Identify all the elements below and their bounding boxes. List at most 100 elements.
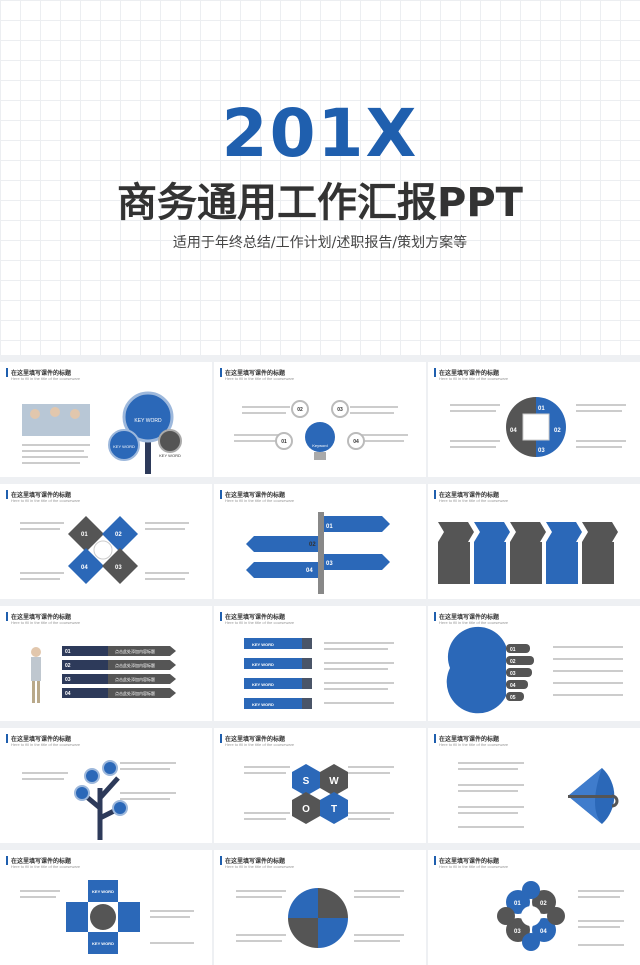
- number-label: 04: [81, 565, 88, 571]
- number-label: 04: [353, 439, 359, 445]
- key-word-label: KEY WORD: [252, 642, 274, 647]
- number-label: 04: [510, 683, 516, 689]
- slide-subtitle: Here to fill in the title of the coursew…: [225, 864, 295, 869]
- slide-thumbnail[interactable]: 在这里填写课件的标题 Here to fill in the title of …: [0, 850, 212, 965]
- number-label: 01: [281, 439, 287, 445]
- lightbulb-icon: [305, 422, 335, 452]
- slide-subtitle: Here to fill in the title of the coursew…: [225, 742, 295, 747]
- slide-title: 在这里填写课件的标题: [434, 734, 499, 743]
- slide-subtitle: Here to fill in the title of the coursew…: [11, 620, 81, 625]
- number-label: 01: [326, 524, 333, 530]
- number-label: 02: [115, 532, 122, 538]
- slide-thumbnail-grid: 在这里填写课件的标题 Here to fill in the title of …: [0, 362, 640, 965]
- number-label: 03: [337, 407, 343, 413]
- slide-thumbnail[interactable]: 在这里填写课件的标题 Here to fill in the title of …: [214, 362, 426, 477]
- slide-subtitle: Here to fill in the title of the coursew…: [11, 376, 81, 381]
- slide-thumbnail[interactable]: 在这里填写课件的标题 Here to fill in the title of …: [0, 606, 212, 721]
- diagram-hand: 01 02 03 04 05: [446, 626, 623, 714]
- number-label: 01: [65, 649, 71, 655]
- slide-title: 在这里填写课件的标题: [6, 368, 71, 377]
- slide-subtitle: Here to fill in the title of the coursew…: [439, 498, 509, 503]
- slide-title: 在这里填写课件的标题: [434, 856, 499, 865]
- diagram-chevron-columns: [438, 522, 618, 584]
- slide-thumbnail[interactable]: 在这里填写课件的标题 Here to fill in the title of …: [214, 850, 426, 965]
- slide-title: 在这里填写课件的标题: [220, 612, 285, 621]
- slide-title: 在这里填写课件的标题: [6, 490, 71, 499]
- bar-label: 点击此处添加内容标题: [115, 648, 155, 654]
- slide-thumbnail[interactable]: 在这里填写课件的标题 Here to fill in the title of …: [428, 484, 640, 599]
- key-word-label: KEY WORD: [92, 889, 114, 894]
- number-label: 02: [65, 663, 71, 669]
- slide-subtitle: Here to fill in the title of the coursew…: [439, 620, 509, 625]
- key-word-label: KEY WORD: [159, 453, 181, 458]
- swot-label: W: [329, 776, 339, 787]
- slide-thumbnail[interactable]: 在这里填写课件的标题 Here to fill in the title of …: [0, 728, 212, 843]
- diagram-umbrella: [458, 762, 619, 828]
- slide-title: 在这里填写课件的标题: [220, 734, 285, 743]
- cover-title: 商务通用工作汇报PPT: [117, 180, 523, 226]
- diagram-cross: KEY WORD KEY WORD: [20, 880, 194, 954]
- slide-title: 在这里填写课件的标题: [6, 734, 71, 743]
- slide-subtitle: Here to fill in the title of the coursew…: [439, 742, 509, 747]
- slide-title: 在这里填写课件的标题: [220, 856, 285, 865]
- cover-year: 201X: [221, 95, 419, 172]
- bar-label: 点击此处添加内容标题: [115, 676, 155, 682]
- slide-subtitle: Here to fill in the title of the coursew…: [225, 620, 295, 625]
- number-label: 03: [510, 671, 516, 677]
- number-label: 04: [510, 428, 517, 434]
- number-label: 03: [326, 561, 333, 567]
- bar-label: 点击此处添加内容标题: [115, 662, 155, 668]
- slide-title: 在这里填写课件的标题: [6, 612, 71, 621]
- keyword-label: Keyword: [312, 443, 328, 448]
- number-label: 02: [554, 428, 561, 434]
- slide-title: 在这里填写课件的标题: [220, 368, 285, 377]
- diagram-flower: 01 02 03 04: [497, 881, 624, 951]
- slide-title: 在这里填写课件的标题: [434, 368, 499, 377]
- number-label: 02: [510, 659, 516, 665]
- slide-subtitle: Here to fill in the title of the coursew…: [11, 864, 81, 869]
- diagram-diamond: 01 02 04 03: [20, 516, 189, 584]
- number-label: 04: [306, 568, 313, 574]
- diagram-bars: 01 02 03 04 点击此处添加内容标题 点击此处添加内容标题 点击此处添加…: [31, 646, 176, 703]
- swot-label: S: [303, 776, 310, 787]
- slide-title: 在这里填写课件的标题: [6, 856, 71, 865]
- slide-title: 在这里填写课件的标题: [220, 490, 285, 499]
- number-label: 03: [115, 565, 122, 571]
- slide-subtitle: Here to fill in the title of the coursew…: [11, 498, 81, 503]
- key-word-label: KEY WORD: [252, 702, 274, 707]
- slide-subtitle: Here to fill in the title of the coursew…: [225, 498, 295, 503]
- slide-thumbnail[interactable]: 在这里填写课件的标题 Here to fill in the title of …: [214, 484, 426, 599]
- number-label: 04: [540, 929, 547, 935]
- slide-title: 在这里填写课件的标题: [434, 490, 499, 499]
- slide-subtitle: Here to fill in the title of the coursew…: [439, 376, 509, 381]
- key-word-label: KEY WORD: [252, 682, 274, 687]
- slide-thumbnail[interactable]: 在这里填写课件的标题 Here to fill in the title of …: [428, 362, 640, 477]
- diagram-circuit-tree: [22, 760, 176, 840]
- cover-subtitle: 适用于年终总结/工作计划/述职报告/策划方案等: [172, 235, 468, 251]
- slide-subtitle: Here to fill in the title of the coursew…: [225, 376, 295, 381]
- slide-title: 在这里填写课件的标题: [434, 612, 499, 621]
- slide-thumbnail[interactable]: 在这里填写课件的标题 Here to fill in the title of …: [214, 728, 426, 843]
- number-label: 03: [65, 677, 71, 683]
- slide-subtitle: Here to fill in the title of the coursew…: [11, 742, 81, 747]
- number-label: 01: [538, 406, 545, 412]
- number-label: 01: [514, 901, 521, 907]
- slide-thumbnail[interactable]: 在这里填写课件的标题 Here to fill in the title of …: [428, 606, 640, 721]
- slide-thumbnail[interactable]: 在这里填写课件的标题 Here to fill in the title of …: [428, 728, 640, 843]
- key-word-label: KEY WORD: [113, 444, 135, 449]
- bar-label: 点击此处添加内容标题: [115, 690, 155, 696]
- number-label: 05: [510, 695, 516, 701]
- number-label: 02: [540, 901, 547, 907]
- number-label: 01: [81, 532, 88, 538]
- slide-thumbnail[interactable]: 在这里填写课件的标题 Here to fill in the title of …: [428, 850, 640, 965]
- diagram-signpost: 02 01 03 04: [246, 512, 390, 594]
- swot-label: O: [302, 804, 310, 815]
- slide-thumbnail[interactable]: 在这里填写课件的标题 Here to fill in the title of …: [214, 606, 426, 721]
- number-label: 01: [510, 647, 516, 653]
- number-label: 04: [65, 691, 71, 697]
- diagram-ribbon: KEY WORD KEY WORD KEY WORD KEY WORD: [244, 638, 394, 709]
- cover-slide: 201X 商务通用工作汇报PPT 适用于年终总结/工作计划/述职报告/策划方案等: [0, 0, 640, 355]
- slide-thumbnail[interactable]: 在这里填写课件的标题 Here to fill in the title of …: [0, 362, 212, 477]
- diagram-circle-puzzle: [236, 888, 404, 948]
- slide-thumbnail[interactable]: 在这里填写课件的标题 Here to fill in the title of …: [0, 484, 212, 599]
